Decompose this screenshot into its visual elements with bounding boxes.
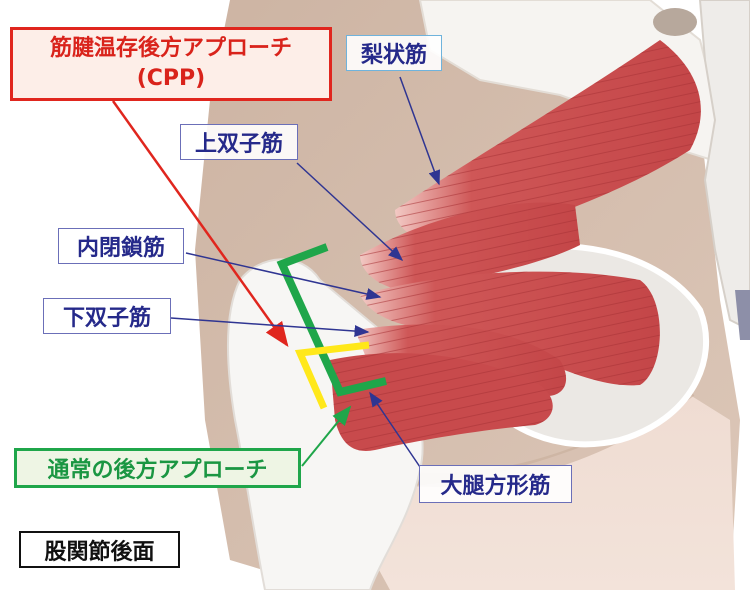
- cpp-approach-label: 筋腱温存後方アプローチ (CPP): [10, 27, 332, 101]
- quadratus-femoris-label: 大腿方形筋: [419, 465, 572, 503]
- piriformis-label: 梨状筋: [346, 35, 442, 71]
- cpp-pointer-arrow: [111, 100, 289, 348]
- piriformis-pointer-arrow: [399, 76, 441, 186]
- standard-approach-pointer-arrow: [301, 405, 352, 467]
- inferior-gemellus-label-text: 下双子筋: [62, 306, 151, 331]
- cpp-incision: [294, 341, 370, 410]
- cpp-approach-abbr: (CPP): [136, 66, 206, 91]
- superior-gemellus-label: 上双子筋: [180, 124, 298, 160]
- obturator-internus-label: 内閉鎖筋: [58, 228, 184, 264]
- cpp-approach-title: 筋腱温存後方アプローチ: [49, 36, 292, 61]
- quadratus-femoris-label-text: 大腿方形筋: [440, 474, 551, 499]
- sacrum-coccyx: [698, 0, 750, 332]
- standard-approach-label-text: 通常の後方アプローチ: [47, 458, 268, 483]
- obturator-internus-label-text: 内閉鎖筋: [76, 236, 165, 261]
- superior-gemellus-label-text: 上双子筋: [194, 132, 283, 157]
- sacral-foramen: [653, 8, 697, 36]
- inferior-gemellus-pointer-arrow: [170, 317, 370, 338]
- standard-approach-label: 通常の後方アプローチ: [14, 448, 301, 488]
- piriformis-label-text: 梨状筋: [360, 43, 427, 68]
- quadratus-femoris-pointer-arrow: [369, 391, 421, 468]
- inferior-gemellus-label: 下双子筋: [43, 298, 171, 334]
- view-label: 股関節後面: [19, 531, 180, 568]
- obturator-internus-pointer-arrow: [185, 252, 382, 300]
- view-label-text: 股関節後面: [44, 539, 155, 565]
- superior-gemellus-pointer-arrow: [296, 162, 404, 262]
